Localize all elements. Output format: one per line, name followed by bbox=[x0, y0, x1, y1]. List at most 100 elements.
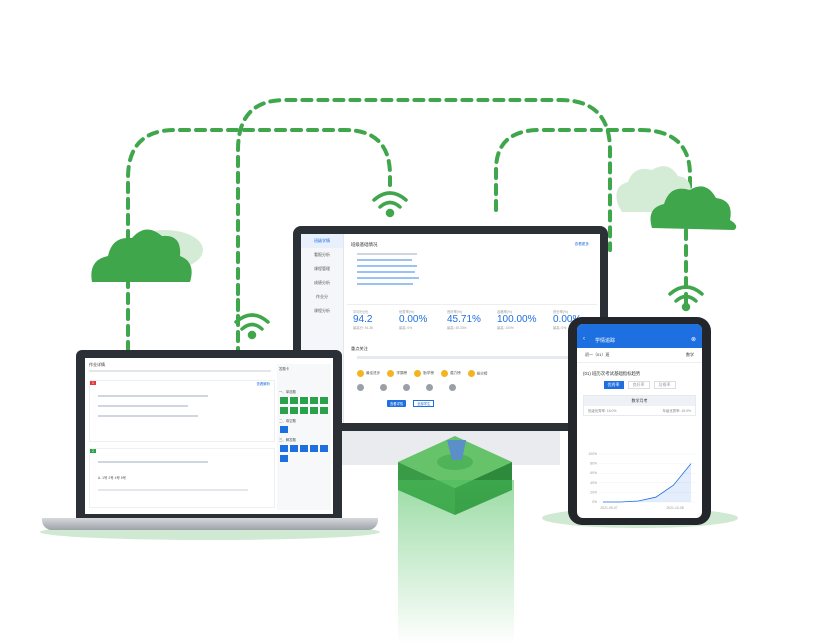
divider bbox=[89, 370, 271, 372]
grid-cell[interactable] bbox=[280, 407, 288, 414]
focus-desc-line bbox=[357, 356, 577, 359]
y-tick-label: 40% bbox=[590, 481, 597, 485]
close-icon[interactable]: ⊗ bbox=[690, 337, 696, 343]
tab-excellent[interactable]: 优秀率 bbox=[603, 381, 624, 389]
view-more-link[interactable]: 查看更多 bbox=[574, 242, 589, 246]
laptop: 作业详情 1 查看解析 2 A. 1号 2号 4号 5号 答题卡 一、单选题 二… bbox=[76, 350, 342, 520]
dashed-link-top bbox=[236, 98, 612, 312]
stat-box: 数学月考 班级优秀率: 16.0% 年级优秀率: 19.0% bbox=[583, 395, 696, 416]
grid-cell[interactable] bbox=[290, 445, 298, 452]
grid-cell[interactable] bbox=[300, 397, 308, 404]
sidebar-item-class-status[interactable]: 班级学情 bbox=[301, 234, 343, 248]
kpi-pass: 及格率(%) 100.00% 最高: 100% bbox=[497, 310, 537, 330]
grid-cell[interactable] bbox=[300, 445, 308, 452]
x-tick-label: 2021-09-07 bbox=[600, 506, 617, 510]
sidebar-item-analysis[interactable]: 课程分析 bbox=[314, 308, 330, 313]
tab-good[interactable]: 良好率 bbox=[627, 381, 650, 389]
medal-icon bbox=[426, 384, 433, 391]
grid-cell[interactable] bbox=[300, 407, 308, 414]
honor-row-2 bbox=[357, 384, 458, 391]
y-tick-label: 80% bbox=[590, 462, 597, 466]
kpi-good: 良好率(%) 45.71% 最高: 45.33% bbox=[447, 310, 481, 330]
grid-cell[interactable] bbox=[290, 397, 298, 404]
subject-selector[interactable]: 数学 bbox=[686, 352, 694, 357]
kpi-average: 平均分(分) 94.2 最高分: 91.36 bbox=[353, 310, 373, 330]
section-title: 班级基础情况 bbox=[351, 242, 378, 247]
focus-buttons: 查看详情 全部学生 bbox=[387, 400, 435, 407]
answer-sheet-title: 答题卡 bbox=[279, 367, 290, 371]
question-card-1: 1 查看解析 bbox=[89, 380, 275, 442]
chart-title: (01) 班历次考试基础指标趋势 bbox=[583, 371, 641, 376]
monitor-main: 班级基础情况 查看更多 平均分(分) 94.2 最高分: 91.36 优秀率(%… bbox=[347, 234, 599, 423]
y-tick-label: 100% bbox=[588, 452, 597, 456]
grid-cell[interactable] bbox=[280, 455, 288, 462]
medal-icon bbox=[403, 384, 410, 391]
kpi-low: 低分率(%) 0.00% 最高: 0% bbox=[553, 310, 582, 330]
grid-cell[interactable] bbox=[320, 397, 328, 404]
y-tick-label: 20% bbox=[590, 490, 597, 494]
tab-pass[interactable]: 及格率 bbox=[653, 381, 676, 389]
medal-icon bbox=[449, 384, 456, 391]
grid-cell[interactable] bbox=[310, 407, 318, 414]
wifi-icon-right bbox=[668, 285, 704, 312]
grid-cell[interactable] bbox=[320, 445, 328, 452]
grid-cell[interactable] bbox=[280, 426, 288, 433]
series-area bbox=[603, 463, 691, 502]
answer-sheet-panel: 答题卡 一、单选题 二、填空题 三、解答题 bbox=[277, 364, 331, 510]
focus-title: 重点关注 bbox=[351, 346, 368, 351]
y-tick-label: 0% bbox=[592, 500, 597, 504]
grid-cell[interactable] bbox=[290, 407, 298, 414]
answer-grid-2 bbox=[277, 425, 331, 435]
medal-icon bbox=[467, 370, 475, 377]
cloud-icon-right bbox=[616, 166, 737, 230]
mobile-phone: 学情追踪 ‹ ⊗ 初一（01）班 数学 (01) 班历次考试基础指标趋势 优秀率… bbox=[568, 317, 711, 525]
grid-cell[interactable] bbox=[320, 407, 328, 414]
sidebar-item-score[interactable]: 成绩分析 bbox=[314, 280, 330, 285]
hub-light-beam bbox=[398, 480, 514, 644]
phone-selectors: 初一（01）班 数学 bbox=[577, 348, 702, 363]
x-tick-label: 2021-10-08 bbox=[666, 506, 683, 510]
grade-rate: 年级优秀率: 19.0% bbox=[662, 409, 691, 413]
series-line bbox=[603, 463, 692, 503]
view-detail-button[interactable]: 查看详情 bbox=[387, 400, 407, 407]
medal-icon bbox=[440, 370, 448, 377]
class-selector[interactable]: 初一（01）班 bbox=[585, 352, 610, 357]
question-option: A. 1号 2号 4号 5号 bbox=[98, 476, 127, 480]
trend-chart: 100% 80% 60% 40% 20% 0%2021-09-07 2021-10-08 bbox=[588, 452, 695, 510]
phone-header: 学情追踪 ‹ ⊗ bbox=[577, 324, 702, 348]
answer-grid-1 bbox=[277, 396, 331, 416]
medal-icon bbox=[357, 384, 364, 391]
rate-tabs: 优秀率 良好率 及格率 bbox=[577, 379, 702, 391]
phone-title: 学情追踪 bbox=[595, 338, 616, 344]
grid-cell[interactable] bbox=[310, 397, 318, 404]
sidebar-item-course[interactable]: 课程管理 bbox=[314, 266, 330, 271]
group-label: 二、填空题 bbox=[279, 419, 296, 423]
dashed-link-right bbox=[494, 128, 692, 212]
question-number: 1 bbox=[90, 381, 96, 385]
medal-icon bbox=[387, 370, 395, 377]
phone-screen: 学情追踪 ‹ ⊗ 初一（01）班 数学 (01) 班历次考试基础指标趋势 优秀率… bbox=[577, 324, 702, 518]
class-rate: 班级优秀率: 16.0% bbox=[588, 409, 617, 413]
honor-row: 最佳进步 学霸榜 勤学榜 潜力榜 拔尖榜 bbox=[357, 370, 488, 377]
back-icon[interactable]: ‹ bbox=[583, 336, 585, 342]
grid-cell[interactable] bbox=[310, 445, 318, 452]
dashed-link-left bbox=[126, 128, 392, 242]
laptop-base bbox=[42, 518, 378, 530]
medal-icon bbox=[380, 384, 387, 391]
cloud-icon-left bbox=[91, 229, 203, 282]
sidebar-item-report[interactable]: 看报分析 bbox=[314, 252, 330, 257]
sidebar-item-homework[interactable]: 作业分 bbox=[316, 294, 328, 299]
grid-cell[interactable] bbox=[280, 397, 288, 404]
grid-cell[interactable] bbox=[280, 445, 288, 452]
all-students-button[interactable]: 全部学生 bbox=[413, 400, 435, 407]
question-number: 2 bbox=[90, 449, 96, 453]
answer-link[interactable]: 查看解析 bbox=[256, 382, 270, 386]
y-tick-label: 60% bbox=[590, 471, 597, 475]
homework-title: 作业详情 bbox=[89, 362, 105, 367]
laptop-screen: 作业详情 1 查看解析 2 A. 1号 2号 4号 5号 答题卡 一、单选题 二… bbox=[85, 358, 333, 514]
answer-grid-3 bbox=[277, 444, 331, 464]
kpi-row: 平均分(分) 94.2 最高分: 91.36 优秀率(%) 0.00% 最高: … bbox=[347, 304, 597, 341]
medal-icon bbox=[357, 370, 364, 377]
wifi-icon-top bbox=[372, 191, 408, 218]
group-label: 一、单选题 bbox=[279, 390, 296, 394]
